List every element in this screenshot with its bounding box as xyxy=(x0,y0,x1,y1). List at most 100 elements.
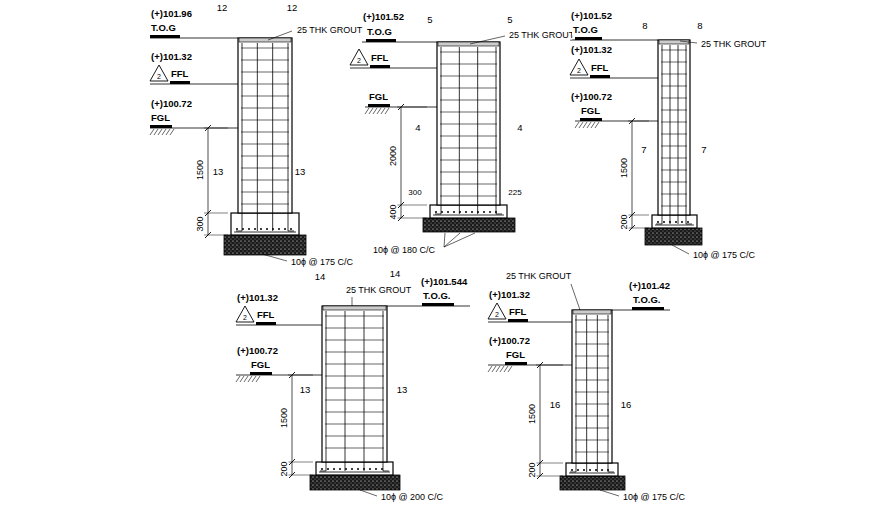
section-mark: 12 xyxy=(216,3,229,13)
rebar-dot xyxy=(489,211,491,213)
footing-bar xyxy=(319,472,390,473)
level-bar xyxy=(170,81,190,84)
bar-hook xyxy=(236,231,242,232)
rebar-dot xyxy=(441,211,443,213)
ground-hatch xyxy=(365,108,369,114)
section-mark: 13 xyxy=(294,167,307,177)
pedestal-outline xyxy=(238,38,292,213)
main-bar xyxy=(597,315,598,472)
dimension-line xyxy=(632,121,633,228)
dimension-tick xyxy=(629,118,635,124)
footing-bar xyxy=(569,473,615,474)
level-line xyxy=(150,84,238,85)
tie-bar xyxy=(661,206,687,207)
level-tag: FGL xyxy=(368,92,389,102)
rebar-dot xyxy=(351,468,353,470)
elevation-label: (+)101.32 xyxy=(236,293,279,303)
section-mark: 7 xyxy=(700,145,707,155)
elevation-label: (+)101.52 xyxy=(362,12,405,22)
level-bar xyxy=(505,362,527,365)
rebar-dot xyxy=(495,211,497,213)
rebar-dot xyxy=(657,221,659,223)
main-bar xyxy=(608,315,609,472)
rebar-dot xyxy=(607,469,609,471)
tie-bar xyxy=(440,112,497,113)
rebar-dot xyxy=(260,228,262,230)
tie-bar xyxy=(440,160,497,161)
grout-layer xyxy=(573,310,611,314)
section-mark: 13 xyxy=(299,385,312,395)
elevation-label: (+)101.42 xyxy=(628,281,671,291)
tie-bar xyxy=(325,316,384,317)
callout-note: 25 THK GROUT xyxy=(700,40,767,49)
dimension-line xyxy=(292,375,293,475)
dimension-tick xyxy=(205,232,211,238)
rebar-dot xyxy=(278,228,280,230)
tie-bar xyxy=(325,412,384,413)
section-mark: 8 xyxy=(641,21,648,31)
dimension-text: 1500 xyxy=(280,407,289,429)
level-number: 2 xyxy=(156,73,162,80)
rebar-dot xyxy=(321,468,323,470)
bar-hook xyxy=(496,214,502,215)
level-bar xyxy=(580,118,602,121)
elevation-label: (+)100.72 xyxy=(236,346,279,356)
tie-bar xyxy=(241,120,289,121)
leader-line xyxy=(444,233,460,247)
callout-note: 10ɸ @ 175 C/C xyxy=(692,251,756,260)
rebar-dot xyxy=(357,468,359,470)
ground-hatch xyxy=(154,129,158,135)
tie-bar xyxy=(661,50,687,51)
rebar-dot xyxy=(272,228,274,230)
dimension-tick xyxy=(205,210,211,216)
rebar-dot xyxy=(577,469,579,471)
grout-layer xyxy=(323,306,386,310)
rebar-dot xyxy=(601,469,603,471)
leader-line xyxy=(262,254,287,261)
main-bar xyxy=(459,47,460,214)
level-bar xyxy=(150,125,172,128)
level-bar xyxy=(632,307,664,310)
level-line xyxy=(236,325,322,326)
rebar-dot xyxy=(447,211,449,213)
pedestal-outline xyxy=(658,40,690,215)
elevation-label: (+)100.72 xyxy=(150,99,193,109)
rebar-dot xyxy=(266,228,268,230)
ground-hatch xyxy=(595,122,599,128)
rebar-dot xyxy=(290,228,292,230)
bar-hook xyxy=(435,214,441,215)
section-mark: 8 xyxy=(696,21,703,31)
elevation-label: (+)101.32 xyxy=(488,290,531,300)
dimension-tick xyxy=(289,472,295,478)
leader-line xyxy=(470,36,505,44)
tie-bar xyxy=(575,380,609,381)
elevation-label: (+)101.32 xyxy=(150,52,193,62)
dimension-tick xyxy=(629,212,635,218)
pcc-bed xyxy=(645,228,702,245)
main-bar xyxy=(586,315,587,472)
dimension-line xyxy=(208,128,209,235)
section-mark: 16 xyxy=(620,400,633,410)
tie-bar xyxy=(325,340,384,341)
grout-layer xyxy=(659,40,689,44)
level-bar xyxy=(368,104,390,107)
rebar-dot xyxy=(477,211,479,213)
level-tag: FFL xyxy=(256,310,275,320)
dimension-text: 400 xyxy=(389,203,398,220)
rebar-dot xyxy=(381,468,383,470)
footing-plinth xyxy=(566,463,618,476)
ground-hatch xyxy=(158,129,162,135)
tie-bar xyxy=(661,170,687,171)
callout-note: 25 THK GROUT xyxy=(296,26,363,35)
main-bar xyxy=(345,311,346,471)
ground-hatch xyxy=(496,366,500,372)
level-tag: FFL xyxy=(508,307,527,317)
tie-bar xyxy=(575,344,609,345)
bar-hook xyxy=(570,472,576,473)
footing-plinth xyxy=(231,213,299,235)
tie-bar xyxy=(661,194,687,195)
tie-bar xyxy=(440,124,497,125)
pedestal-outline xyxy=(572,310,612,463)
level-triangle xyxy=(570,59,588,75)
ground-hatch xyxy=(492,366,496,372)
